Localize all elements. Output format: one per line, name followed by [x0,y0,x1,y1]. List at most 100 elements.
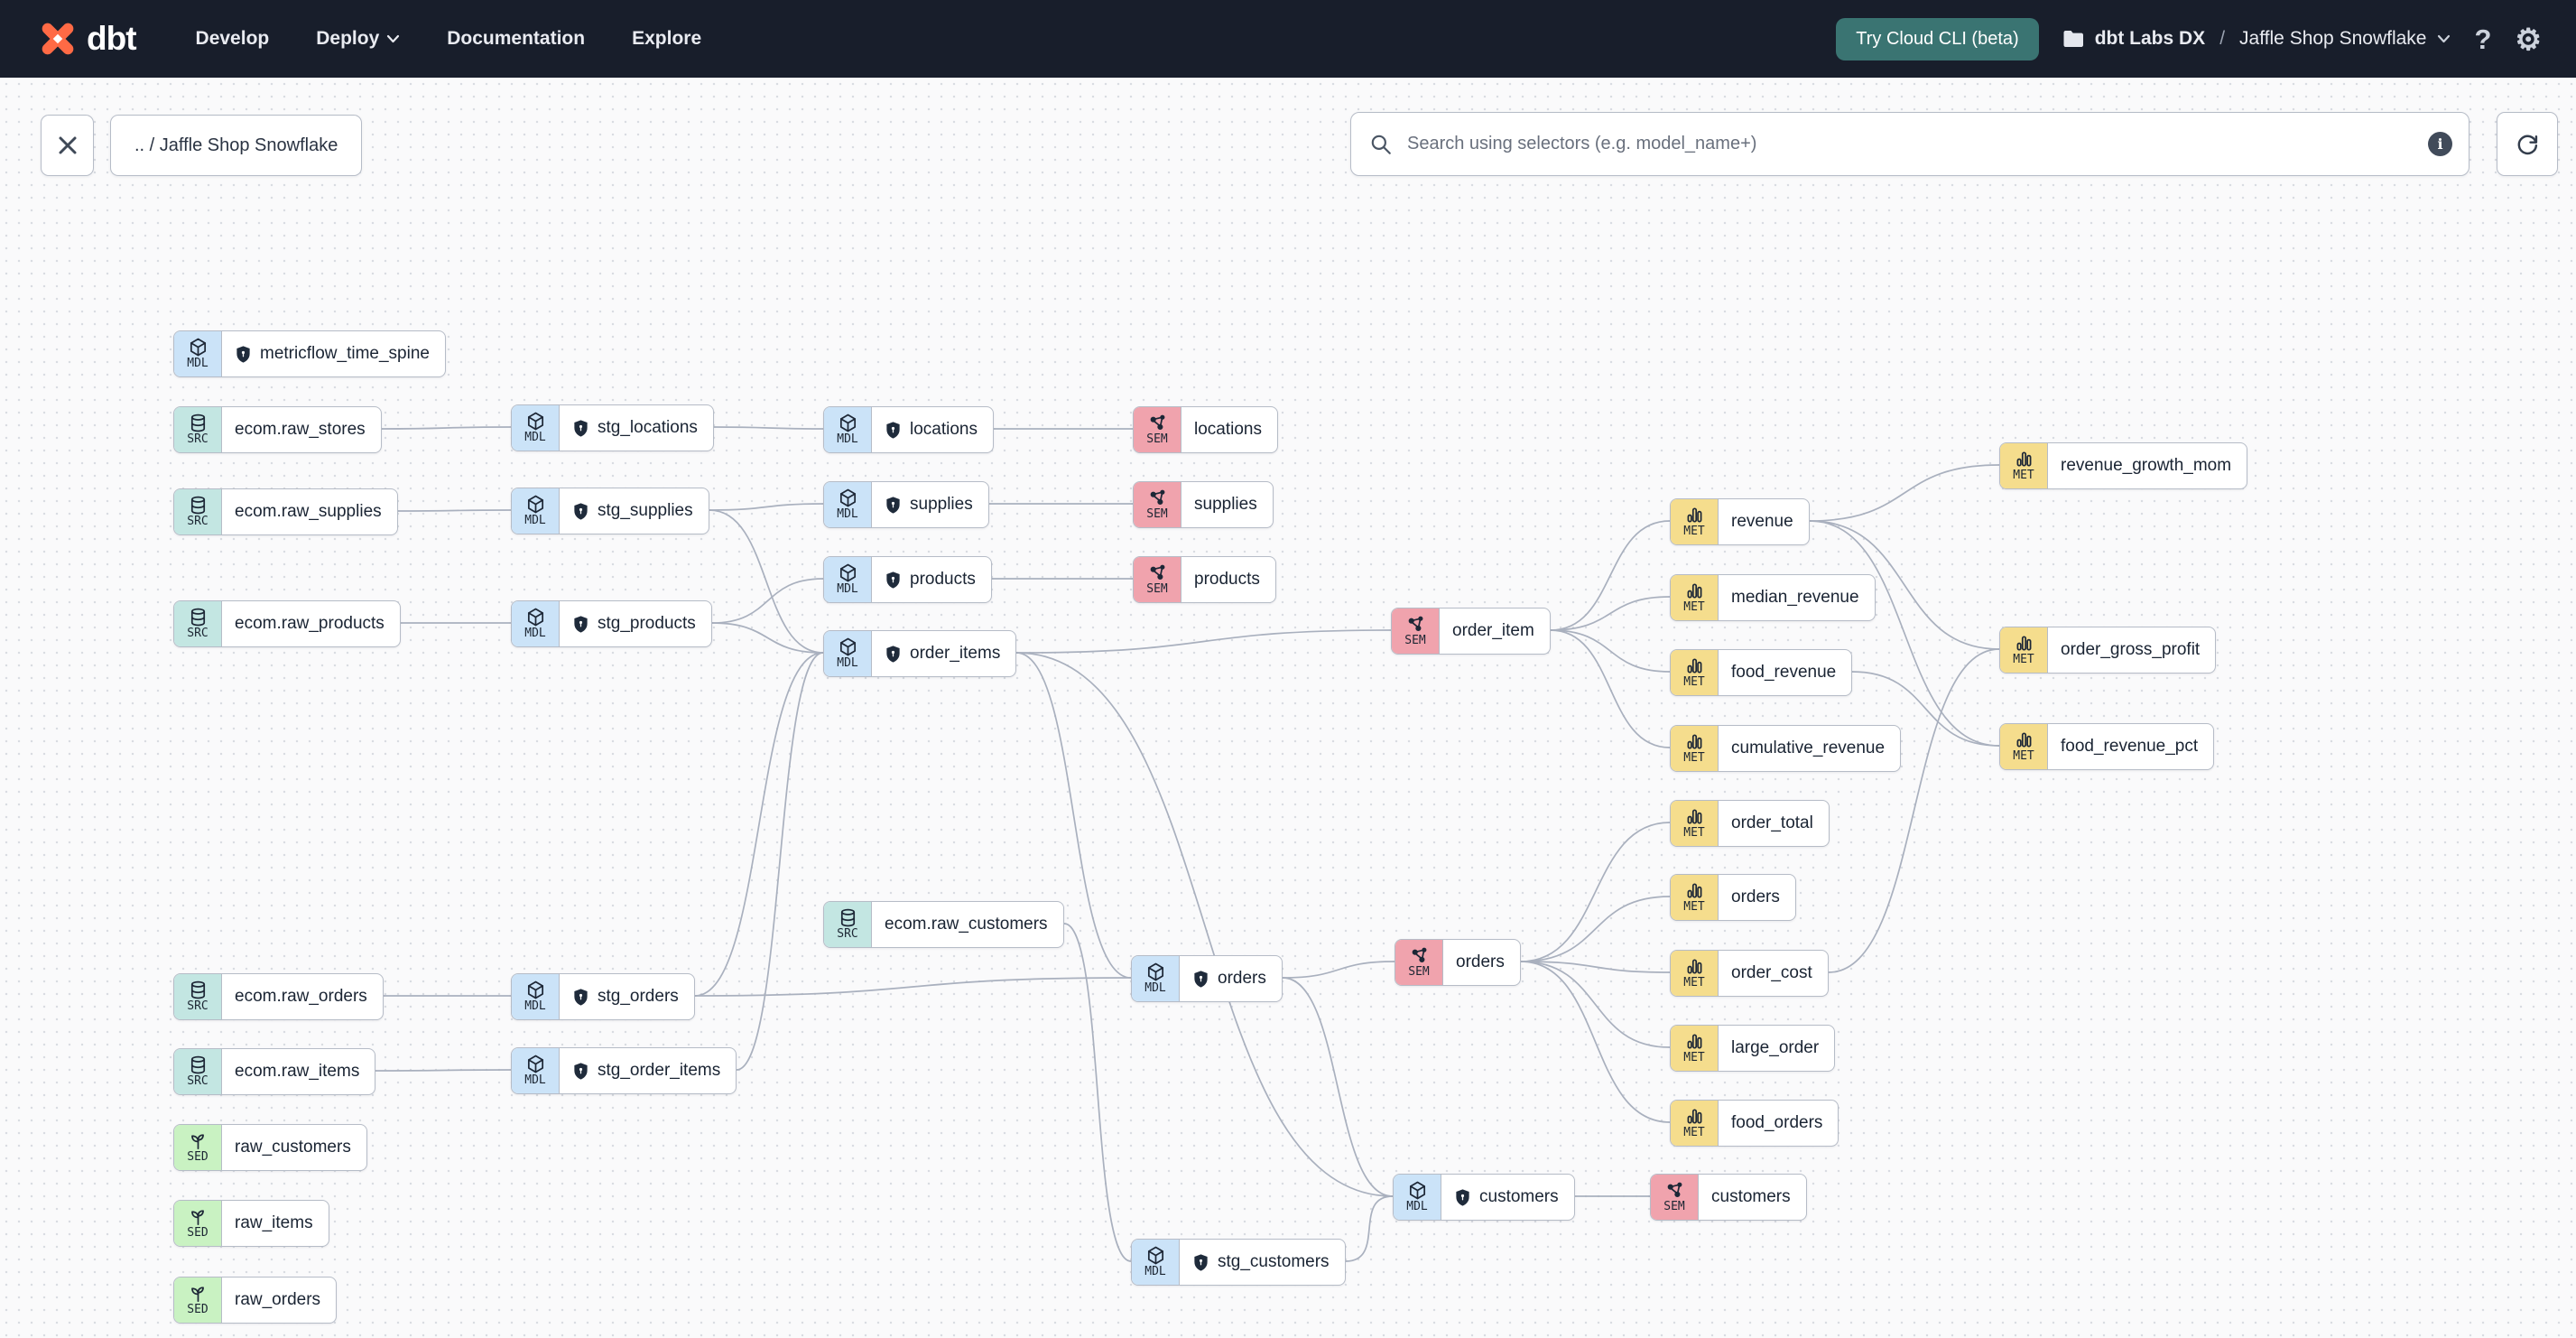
lineage-edge [1550,520,1671,631]
node-type-label: MET [1683,525,1705,539]
mdl-type-icon [525,607,546,627]
dbt-logo[interactable]: dbt [38,19,137,59]
node-type-label: MDL [837,582,858,597]
node-type-badge: MET [2000,627,2048,673]
lineage-breadcrumb-button[interactable]: .. / Jaffle Shop Snowflake [110,115,363,176]
node-label: supplies [1181,482,1273,527]
graph-node-met_order_cost[interactable]: MET order_cost [1670,950,1829,997]
sed-type-icon [188,1283,208,1304]
node-name-text: stg_orders [598,987,679,1006]
src-type-icon [188,1055,208,1075]
close-lineage-button[interactable] [41,115,94,176]
nav-explore[interactable]: Explore [632,28,702,49]
path-separator: / [2219,28,2226,49]
graph-node-orders[interactable]: MDL orders [1131,955,1283,1002]
node-label: customers [1441,1175,1574,1220]
selector-search[interactable]: i [1350,112,2469,176]
node-type-badge: MET [2000,443,2048,488]
met-type-icon [1684,956,1705,977]
chevron-down-icon [2438,34,2451,43]
sem-type-icon [1405,614,1426,635]
lineage-edge [1345,1195,1394,1262]
nav-develop[interactable]: Develop [195,28,270,49]
met-type-icon [1684,880,1705,901]
node-name-text: orders [1731,887,1780,906]
nav-documentation[interactable]: Documentation [447,28,586,49]
node-name-text: order_cost [1731,963,1812,982]
node-name-text: ecom.raw_items [235,1062,360,1081]
mdl-type-icon [525,980,546,1000]
node-type-label: MET [2013,653,2034,667]
help-icon[interactable]: ? [2474,23,2492,55]
node-type-label: MET [2013,749,2034,764]
project-switcher[interactable]: dbt Labs DX / Jaffle Shop Snowflake [2062,28,2451,50]
node-label: stg_order_items [560,1048,736,1093]
info-icon[interactable]: i [2428,132,2452,156]
lineage-canvas[interactable]: .. / Jaffle Shop Snowflake i MDLmetricfl… [0,78,2576,1338]
lineage-edge [709,503,824,511]
mdl-type-icon [188,337,208,358]
node-name-text: orders [1218,969,1266,988]
mdl-type-icon [525,1054,546,1074]
mdl-type-icon [838,562,858,583]
lineage-edge [1520,822,1671,962]
lineage-edge [736,652,824,1071]
refresh-button[interactable] [2497,112,2558,176]
node-name-text: customers [1711,1187,1791,1206]
node-type-label: MET [1683,1126,1705,1140]
node-type-badge: MET [1671,951,1719,996]
node-label: locations [872,407,993,452]
node-name-text: orders [1456,952,1505,971]
node-label: median_revenue [1719,575,1875,620]
node-type-label: MDL [1144,981,1166,996]
node-label: order_item [1440,609,1550,654]
settings-gear-icon[interactable]: ⚙ [2515,22,2542,56]
met-type-icon [1684,1106,1705,1127]
try-cloud-cli-button[interactable]: Try Cloud CLI (beta) [1836,17,2039,60]
node-type-label: MET [2013,469,2034,483]
nav-deploy[interactable]: Deploy [316,28,400,50]
node-label: ecom.raw_customers [872,902,1063,947]
node-type-badge: SEM [1134,557,1181,602]
node-type-badge: MDL [824,407,872,452]
search-input[interactable] [1405,133,2428,155]
